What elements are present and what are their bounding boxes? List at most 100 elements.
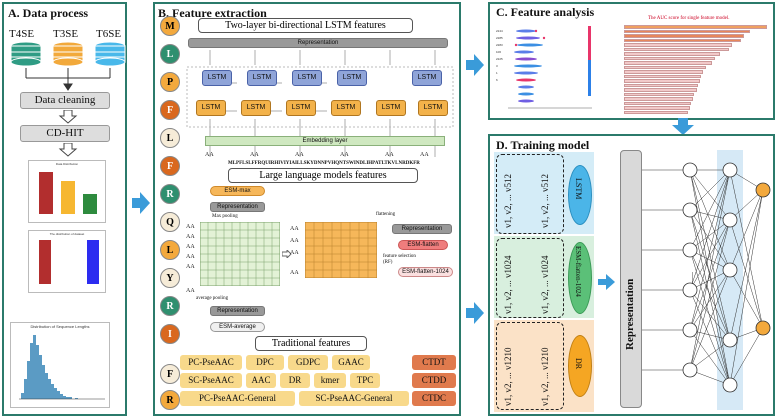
aa-row-label: AA xyxy=(290,238,299,244)
vector-row: v1, v2, ... v512 xyxy=(503,174,513,228)
nn-node xyxy=(682,322,698,338)
nn-edge xyxy=(729,327,764,386)
traditional-feature-chip: DPC xyxy=(246,355,284,370)
auc-bar xyxy=(624,92,695,96)
nn-edge xyxy=(689,209,731,386)
esm-flatten-1024-tag: ESM-flatten-1024 xyxy=(398,267,453,277)
auc-bar xyxy=(624,101,692,105)
mini-chart-title: The distribution of dataset xyxy=(49,232,85,236)
branch-label-dr: DR xyxy=(574,358,583,370)
nn-edge xyxy=(689,169,731,331)
auc-chart-title: The AUC score for single feature model. xyxy=(648,16,730,21)
aa-row-label: AA xyxy=(186,224,195,230)
nn-edge xyxy=(689,269,731,371)
mini-chart-lengths: Distribution of Sequence Lengths xyxy=(10,322,110,408)
nn-edge xyxy=(689,209,731,271)
representation-block xyxy=(620,150,642,408)
nn-node xyxy=(682,162,698,178)
traditional-feature-chip: CTDD xyxy=(412,373,456,388)
database-icons xyxy=(10,41,126,91)
nn-node xyxy=(722,377,738,393)
traditional-feature-chip: PC-PseAAC-General xyxy=(180,391,295,406)
nn-edge xyxy=(689,219,731,251)
vector-box-lstm xyxy=(496,154,564,234)
traditional-feature-chip: GAAC xyxy=(332,355,370,370)
aa-token: AA xyxy=(385,152,394,158)
branch-oval-dr xyxy=(568,335,592,397)
traditional-feature-chip: DR xyxy=(280,373,310,388)
esm-grid-orange xyxy=(305,222,377,278)
lstm-cell-upper: LSTM xyxy=(337,70,367,86)
nn-edge xyxy=(689,169,731,211)
lstm-cell-upper: LSTM xyxy=(412,70,442,86)
traditional-feature-chip: PC-PseAAC xyxy=(180,355,242,370)
lstm-representation-bar: Representation xyxy=(188,38,448,48)
down-arrow-icon xyxy=(58,110,78,124)
lstm-cell-lower: LSTM xyxy=(196,100,226,116)
aa-row-label: AA xyxy=(290,250,299,256)
panel-d-title: D. Training model xyxy=(496,138,590,152)
mini-bar xyxy=(39,240,51,284)
auc-bar xyxy=(624,61,712,65)
flattening-label: flattening xyxy=(376,212,396,217)
panel-a-title: A. Data process xyxy=(8,6,89,20)
auc-bar xyxy=(624,106,690,110)
aa-token: AA xyxy=(205,152,214,158)
auc-bar xyxy=(624,38,741,42)
residue-circle: R xyxy=(160,184,180,204)
aa-row-label: AA xyxy=(186,254,195,260)
nn-edge xyxy=(689,169,731,251)
vector-row: v1, v2, ... v512 xyxy=(540,174,550,228)
svg-text:106: 106 xyxy=(496,50,501,54)
database-icon-t6se xyxy=(94,41,126,67)
auc-bar xyxy=(624,97,693,101)
right-arrow-icon xyxy=(466,302,484,324)
database-icon-t3se xyxy=(52,41,84,67)
database-icon-t4se xyxy=(10,41,42,67)
nn-node xyxy=(722,212,738,228)
nn-node xyxy=(682,282,698,298)
nn-edge xyxy=(689,269,731,291)
aa-row-label: AA xyxy=(186,234,195,240)
vector-row: v1, v2, ... v1024 xyxy=(540,255,550,315)
mini-chart-title: Distribution of Sequence Lengths xyxy=(30,324,90,329)
representation-label: Representation xyxy=(624,278,636,350)
mini-chart-distribution: Data Distribution xyxy=(28,160,106,223)
panel-c-title: C. Feature analysis xyxy=(496,5,595,19)
nn-node xyxy=(682,242,698,258)
db-label-t6se: T6SE xyxy=(96,28,122,40)
representation-bar-avg: Representation xyxy=(210,306,265,316)
auc-bar xyxy=(624,74,702,78)
db-label-t3se: T3SE xyxy=(53,28,79,40)
residue-circle: L xyxy=(160,128,180,148)
nn-edge xyxy=(729,219,764,329)
svg-text:2225: 2225 xyxy=(496,57,503,61)
traditional-feature-chip: SC-PseAAC xyxy=(180,373,242,388)
nn-edge xyxy=(689,269,731,331)
residue-circle: P xyxy=(160,72,180,92)
representation-bar-flatten: Representation xyxy=(392,224,452,234)
residue-circle: Q xyxy=(160,212,180,232)
residue-circle: F xyxy=(160,364,180,384)
hidden-layer-bg xyxy=(717,150,743,410)
panel-b-title: B. Feature extraction xyxy=(158,6,267,20)
mini-chart-title: Data Distribution xyxy=(55,162,79,166)
right-arrow-icon xyxy=(466,54,484,76)
mini-bar xyxy=(87,240,99,284)
lstm-cell-lower: LSTM xyxy=(331,100,361,116)
histogram xyxy=(19,335,105,400)
auc-bar xyxy=(624,56,715,60)
aa-row-label: AA xyxy=(186,264,195,270)
svg-text:6: 6 xyxy=(496,78,498,82)
mini-bar xyxy=(83,194,97,214)
svg-text:2283: 2283 xyxy=(496,43,503,47)
right-arrow-icon xyxy=(132,192,150,214)
nn-node xyxy=(722,332,738,348)
traditional-section-title: Traditional features xyxy=(255,336,367,351)
nn-edge xyxy=(729,269,764,329)
nn-node xyxy=(755,182,771,198)
branch-label-lstm: LSTM xyxy=(574,178,583,200)
nn-edge xyxy=(729,169,764,329)
